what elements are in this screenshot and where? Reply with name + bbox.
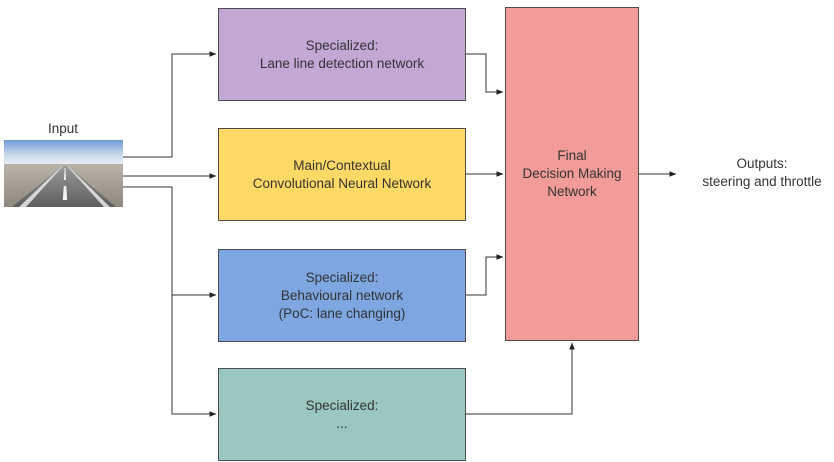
- final-line-3: Network: [547, 184, 597, 199]
- behav-line-1: Specialized:: [305, 269, 379, 285]
- input-label: Input: [47, 121, 79, 136]
- main-line-1: Main/Contextual: [293, 157, 391, 173]
- lane-line-2: Lane line detection network: [259, 55, 425, 71]
- other-line-1: Specialized:: [305, 397, 379, 413]
- edge-behav-to-final: [466, 254, 504, 296]
- edge-input-to-lane: [123, 51, 217, 158]
- lane-line-detection-node: Specialized: Lane line detection network: [218, 8, 466, 101]
- edge-other-to-final: [466, 342, 575, 415]
- outputs-line-1: Outputs:: [736, 156, 788, 171]
- final-line-2: Decision Making: [522, 166, 622, 181]
- behav-line-2: Behavioural network: [280, 287, 404, 303]
- edge-input-to-behav: [123, 186, 217, 298]
- other-line-2: ...: [336, 415, 348, 431]
- edge-lane-to-final: [466, 53, 504, 95]
- outputs-label: Outputs: steering and throttle: [690, 155, 834, 191]
- outputs-line-2: steering and throttle: [702, 174, 822, 189]
- main-line-2: Convolutional Neural Network: [252, 175, 432, 191]
- edge-input-to-other: [171, 295, 217, 417]
- main-contextual-cnn-node: Main/Contextual Convolutional Neural Net…: [218, 128, 466, 221]
- road-input-image: [4, 140, 123, 207]
- lane-line-1: Specialized:: [305, 37, 379, 53]
- behavioural-network-node: Specialized: Behavioural network (PoC: l…: [218, 249, 466, 342]
- other-specialized-node: Specialized: ...: [218, 368, 466, 461]
- final-line-1: Final: [557, 148, 587, 163]
- final-decision-network-node: Final Decision Making Network: [505, 7, 639, 341]
- behav-line-3: (PoC: lane changing): [278, 305, 406, 321]
